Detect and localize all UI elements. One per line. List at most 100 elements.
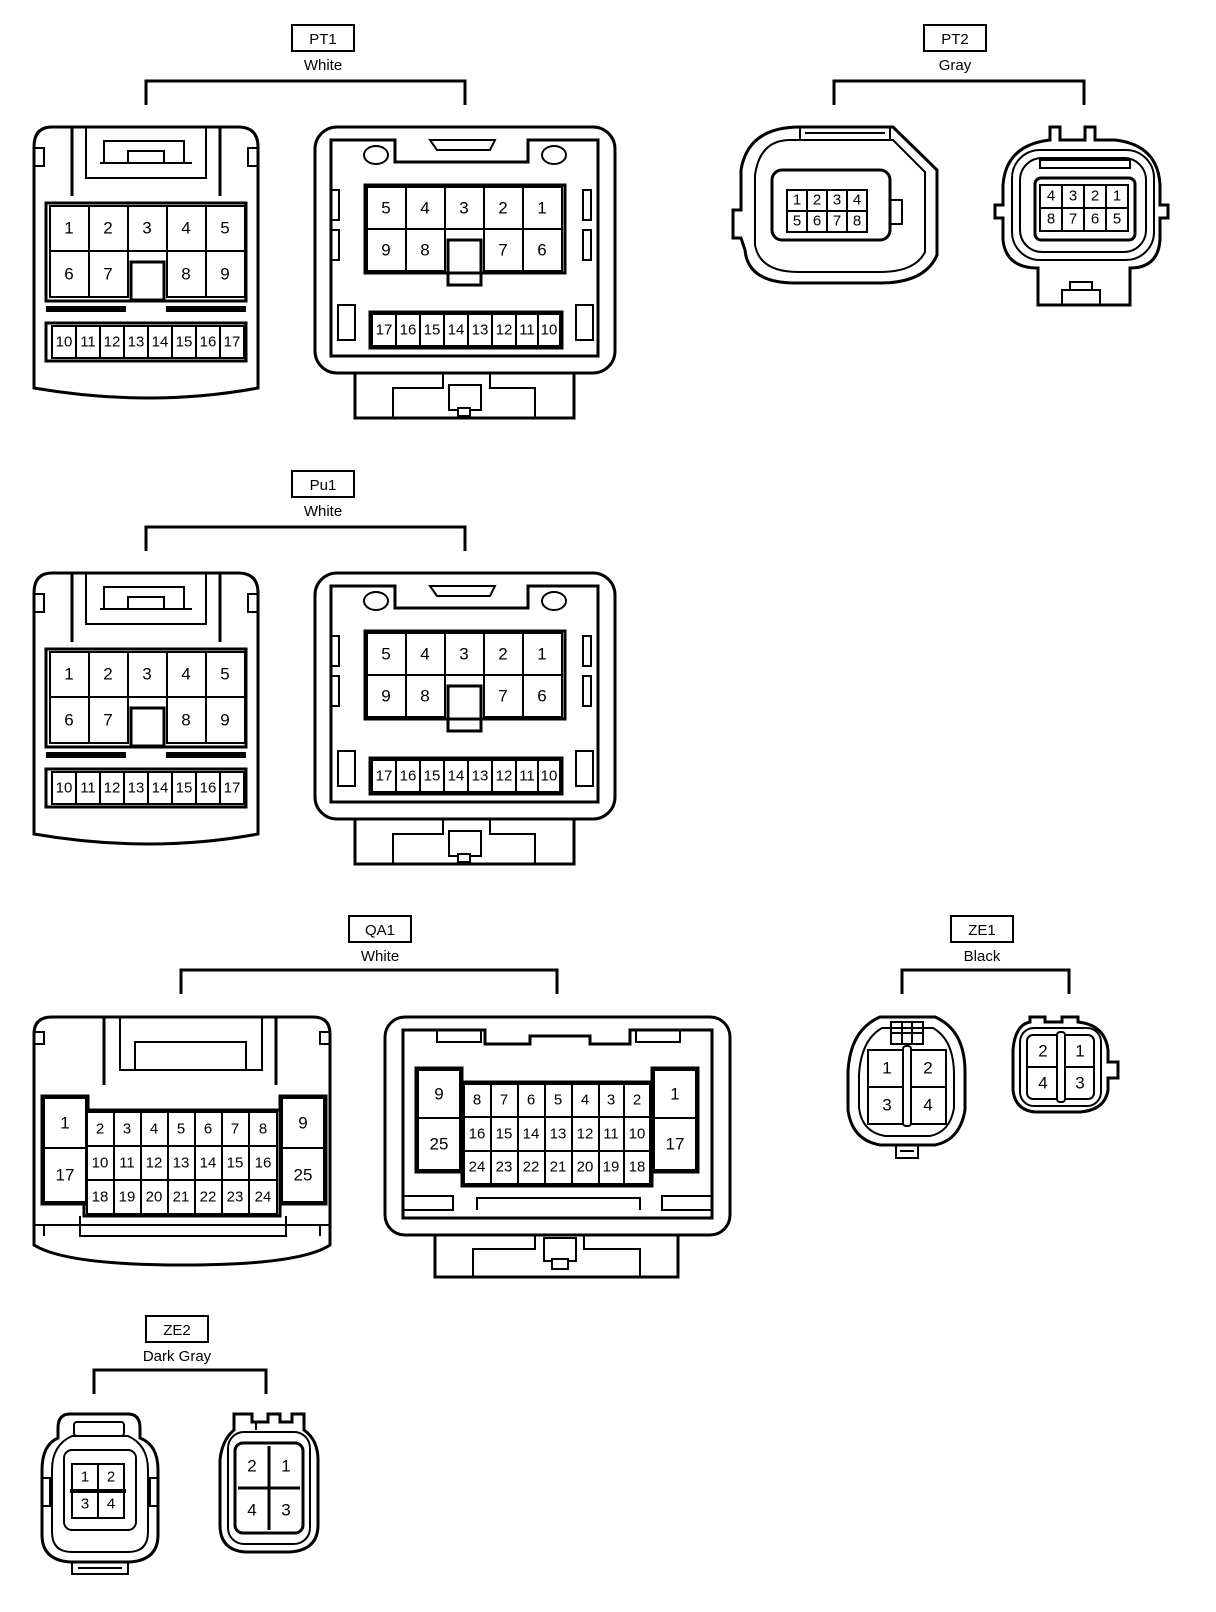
pin: 9 (381, 687, 390, 706)
qa1-left-col-right: 9 25 (281, 1097, 325, 1203)
pt1-bracket (144, 79, 467, 105)
pt1-left-row1: 1 2 3 4 5 (49, 205, 246, 252)
pin: 4 (247, 1501, 256, 1520)
pin: 14 (448, 768, 465, 785)
pin: 3 (459, 199, 468, 218)
pt2-left-row1: 1 2 3 4 (786, 189, 868, 212)
pu1-code-box (291, 470, 355, 498)
pin: 1 (281, 1457, 290, 1476)
connector-pu1: Pu1 White 1 2 3 4 5 6 7 (32, 470, 617, 866)
pin: 4 (181, 665, 190, 684)
pt2-right-row2: 8 7 6 5 (1039, 207, 1129, 232)
pin: 1 (1075, 1042, 1084, 1061)
pin: 1 (64, 219, 73, 238)
pin: 9 (381, 241, 390, 260)
pin: 15 (496, 1126, 513, 1143)
pt1-color: White (304, 57, 342, 74)
ze2-color: Dark Gray (143, 1348, 212, 1365)
pin: 2 (96, 1121, 104, 1138)
pin: 6 (64, 711, 73, 730)
ze1-right-pins: 2 1 4 3 (1026, 1031, 1095, 1103)
pin: 16 (400, 322, 417, 339)
pin: 9 (220, 711, 229, 730)
pin: 17 (376, 768, 393, 785)
pt2-left-row2: 5 6 7 8 (786, 210, 868, 233)
ze2-right-housing (218, 1412, 320, 1554)
pin: 11 (519, 322, 535, 339)
ze2-right-pins: 2 1 4 3 (233, 1441, 305, 1535)
pin: 14 (448, 322, 465, 339)
pu1-bracket (144, 525, 467, 551)
pin: 6 (64, 265, 73, 284)
pin: 8 (259, 1121, 267, 1138)
pin: 13 (472, 322, 489, 339)
qa1-right-row3: 24 23 22 21 20 19 18 (463, 1150, 651, 1185)
pin: 8 (853, 213, 861, 230)
pin: 8 (1047, 211, 1055, 228)
qa1-color: White (361, 948, 399, 965)
pin: 5 (177, 1121, 185, 1138)
qa1-right-col-left: 9 25 (417, 1069, 461, 1171)
pin: 24 (469, 1159, 486, 1176)
pin: 5 (793, 213, 801, 230)
pin: 17 (666, 1135, 685, 1154)
ze1-code: ZE1 (968, 922, 996, 939)
pt1-right-row2: 9 8 7 6 (366, 228, 563, 287)
ze1-left-housing (846, 1015, 967, 1159)
pin: 1 (793, 192, 801, 209)
pin: 13 (173, 1155, 190, 1172)
pin: 11 (80, 334, 96, 351)
pin: 9 (298, 1114, 307, 1133)
qa1-left-housing (32, 1015, 332, 1267)
pin: 3 (607, 1092, 615, 1109)
pt2-color: Gray (939, 57, 972, 74)
pin: 7 (231, 1121, 239, 1138)
pin: 22 (200, 1189, 217, 1206)
pin: 12 (577, 1126, 594, 1143)
pin: 6 (537, 687, 546, 706)
pin: 2 (247, 1457, 256, 1476)
pu1-code: Pu1 (310, 477, 337, 494)
pin: 3 (123, 1121, 131, 1138)
pin: 12 (496, 768, 513, 785)
pin: 2 (107, 1469, 115, 1486)
pin: 21 (173, 1189, 190, 1206)
pin: 6 (527, 1092, 535, 1109)
pin: 4 (150, 1121, 158, 1138)
pin: 12 (496, 322, 513, 339)
ze2-left-pins: 1 2 3 4 (63, 1449, 137, 1531)
pin: 12 (104, 780, 121, 797)
pin: 8 (181, 265, 190, 284)
pin: 4 (107, 1496, 115, 1513)
pt2-left-housing (731, 125, 939, 285)
pin: 7 (1069, 211, 1077, 228)
pin: 9 (220, 265, 229, 284)
pin: 11 (603, 1126, 619, 1143)
pin: 7 (103, 711, 112, 730)
pin: 11 (519, 768, 535, 785)
pin: 14 (152, 334, 169, 351)
qa1-right-housing (383, 1015, 732, 1279)
pin: 16 (255, 1155, 272, 1172)
pin: 10 (92, 1155, 109, 1172)
pu1-left-row2: 6 7 8 9 (49, 696, 246, 748)
pin: 25 (430, 1135, 449, 1154)
pu1-right-pins: 5 4 3 2 1 9 8 7 6 17 16 15 14 13 12 11 (366, 632, 563, 793)
pin: 7 (833, 213, 841, 230)
pin: 1 (64, 665, 73, 684)
pin: 6 (1091, 211, 1099, 228)
pt1-right-housing (313, 125, 617, 420)
pin: 20 (146, 1189, 163, 1206)
pin: 17 (56, 1166, 75, 1185)
pin: 17 (224, 780, 241, 797)
pin: 13 (472, 768, 489, 785)
pin: 17 (224, 334, 241, 351)
pin: 20 (577, 1159, 594, 1176)
qa1-code-box (348, 915, 412, 943)
pin: 15 (424, 322, 441, 339)
pin: 2 (633, 1092, 641, 1109)
pin: 4 (420, 645, 429, 664)
pin: 2 (813, 192, 821, 209)
pin: 18 (629, 1159, 646, 1176)
pin: 13 (550, 1126, 567, 1143)
